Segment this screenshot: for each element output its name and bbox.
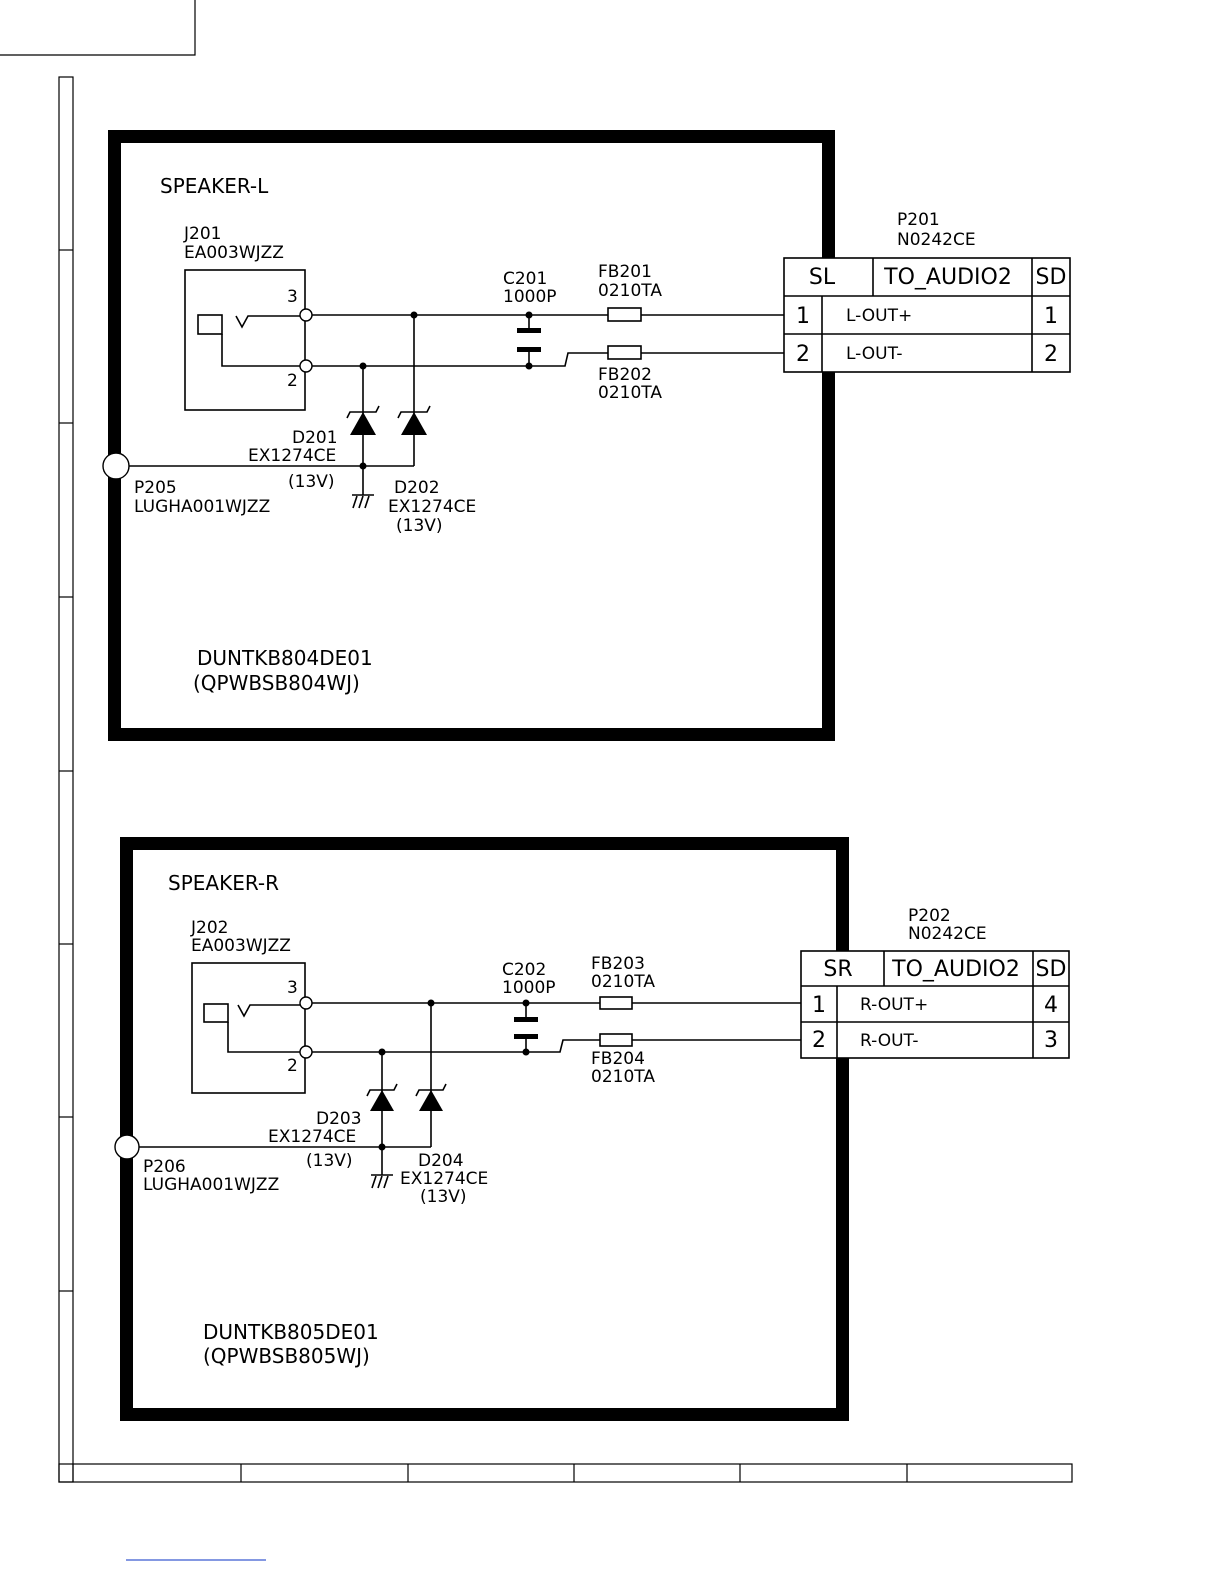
conn-dest: 1	[1044, 304, 1058, 329]
zener-diode-d204	[415, 1083, 447, 1111]
capacitor-c202	[514, 1017, 538, 1039]
board-outline	[108, 130, 835, 741]
conn-pin: 2	[812, 1028, 826, 1053]
diode1-ref: D201	[292, 428, 338, 448]
ferrite-bead-fb204	[599, 1033, 633, 1047]
connector-part: N0242CE	[897, 230, 976, 250]
fb-bot-part: 0210TA	[598, 383, 662, 403]
board-title: SPEAKER-R	[168, 871, 279, 895]
jack-part: EA003WJZZ	[184, 243, 284, 263]
conn-header-mid: TO_AUDIO2	[883, 265, 1012, 290]
cap-ref: C201	[503, 269, 547, 289]
speaker-l-board: SPEAKER-L 3 2 J201 EA003WJZZ	[102, 130, 1071, 741]
chassis-ground-symbol	[371, 1174, 393, 1189]
ferrite-bead-fb203	[599, 996, 633, 1010]
conn-signal: R-OUT-	[860, 1031, 919, 1051]
conn-header-right: SD	[1036, 957, 1067, 982]
fb-top-part: 0210TA	[598, 281, 662, 301]
unit-code: DUNTKB805DE01	[203, 1320, 379, 1344]
fb-top-ref: FB203	[591, 954, 645, 974]
diode2-part: EX1274CE	[388, 497, 476, 517]
connector-part: N0242CE	[908, 924, 987, 944]
conn-header-left: SR	[823, 957, 852, 982]
jack-j202: 3 2	[191, 962, 306, 1094]
conn-header-left: SL	[809, 265, 836, 290]
pin-3-label: 3	[287, 978, 298, 998]
conn-dest: 3	[1044, 1028, 1058, 1053]
jack-ref: J201	[183, 224, 221, 244]
lug-terminal	[102, 452, 130, 480]
diode2-ref: D202	[394, 478, 440, 498]
conn-pin: 1	[812, 993, 826, 1018]
conn-header-mid: TO_AUDIO2	[891, 957, 1020, 982]
chassis-ground-symbol	[352, 494, 374, 509]
lug-ref: P205	[134, 478, 177, 498]
fb-bot-ref: FB202	[598, 365, 652, 385]
conn-dest: 2	[1044, 342, 1058, 367]
diode1-part: EX1274CE	[268, 1127, 356, 1147]
fb-bot-ref: FB204	[591, 1049, 645, 1069]
lug-ref: P206	[143, 1157, 186, 1177]
diode1-ref: D203	[316, 1109, 362, 1129]
ferrite-bead-fb202	[607, 345, 642, 360]
conn-pin: 1	[796, 304, 810, 329]
diode1-part: EX1274CE	[248, 446, 336, 466]
zener-diode-d203	[366, 1083, 398, 1111]
ferrite-bead-fb201	[607, 307, 642, 322]
cap-value: 1000P	[502, 978, 556, 998]
capacitor-c201	[517, 328, 541, 352]
board-outline	[120, 837, 849, 1421]
connector-ref: P202	[908, 906, 951, 926]
connector-p202: SR TO_AUDIO2 SD 1 R-OUT+ 4 2 R-OUT- 3	[800, 950, 1070, 1059]
diode2-ref: D204	[418, 1151, 464, 1171]
diode2-volt: (13V)	[396, 516, 443, 536]
connector-ref: P201	[897, 210, 940, 230]
zener-diode-d202	[397, 405, 431, 435]
lug-terminal	[114, 1134, 140, 1160]
pin-2-label: 2	[287, 1056, 298, 1076]
diode1-volt: (13V)	[306, 1151, 353, 1171]
speaker-r-board: SPEAKER-R 3 2 J202 EA003WJZZ	[114, 837, 1070, 1421]
unit-code: DUNTKB804DE01	[197, 646, 373, 670]
fb-top-ref: FB201	[598, 262, 652, 282]
cap-value: 1000P	[503, 287, 557, 307]
lug-part: LUGHA001WJZZ	[143, 1175, 279, 1195]
conn-pin: 2	[796, 342, 810, 367]
pin-3-label: 3	[287, 287, 298, 307]
unit-pwb: (QPWBSB804WJ)	[193, 671, 360, 695]
zener-diode-d201	[346, 405, 380, 435]
conn-header-right: SD	[1036, 265, 1067, 290]
conn-signal: R-OUT+	[860, 995, 928, 1015]
diode1-volt: (13V)	[288, 472, 335, 492]
conn-signal: L-OUT+	[846, 306, 912, 326]
cap-ref: C202	[502, 960, 546, 980]
unit-pwb: (QPWBSB805WJ)	[203, 1344, 370, 1368]
lug-part: LUGHA001WJZZ	[134, 497, 270, 517]
jack-ref: J202	[190, 918, 228, 938]
board-title: SPEAKER-L	[160, 174, 269, 198]
fb-bot-part: 0210TA	[591, 1067, 655, 1087]
jack-j201: 3 2	[184, 269, 306, 411]
diode2-volt: (13V)	[420, 1187, 467, 1207]
jack-part: EA003WJZZ	[191, 936, 291, 956]
connector-p201: SL TO_AUDIO2 SD 1 L-OUT+ 1 2 L-OUT- 2	[783, 257, 1071, 373]
fb-top-part: 0210TA	[591, 972, 655, 992]
conn-signal: L-OUT-	[846, 344, 903, 364]
pin-2-label: 2	[287, 371, 298, 391]
diode2-part: EX1274CE	[400, 1169, 488, 1189]
page-frame	[0, 0, 1073, 1561]
conn-dest: 4	[1044, 993, 1058, 1018]
